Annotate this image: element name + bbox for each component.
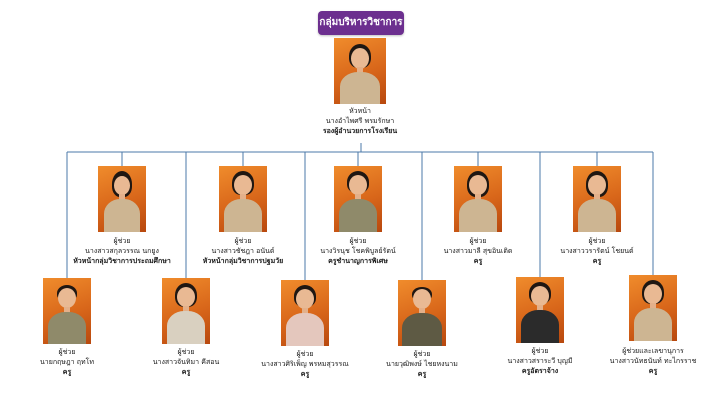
staff-node-r1-5: ผู้ช่วย นางสาววรารัตน์ โชยนต์ ครู [537, 166, 657, 266]
staff-name: นางสาวศิริเพ็ญ พรหมสุวรรณ [261, 360, 349, 368]
staff-photo [454, 166, 502, 232]
staff-name: นางวิรนุช โชคพิบูลย์รัตน์ [320, 247, 396, 255]
staff-role: ผู้ช่วย [531, 347, 549, 355]
staff-node-r2-5: ผู้ช่วย นางสาวสราระวี บุญมี ครูอัตราจ้าง [484, 277, 596, 376]
head-node: หัวหน้า นางอำไพศรี พรมรักษา รองผู้อำนวยก… [300, 38, 420, 136]
department-title: กลุ่มบริหารวิชาการ [318, 11, 404, 35]
staff-role: ผู้ช่วย [588, 237, 606, 245]
staff-name: นายวุฒิพงษ์ ไชยหงนาม [386, 360, 458, 368]
staff-name: นายกฤษฎา ฤทโท [40, 358, 94, 366]
staff-name: นางสาวสราระวี บุญมี [507, 357, 573, 365]
staff-position: ครูชำนาญการพิเศษ [328, 257, 388, 265]
staff-photo [219, 166, 267, 232]
staff-role: ผู้ช่วย [413, 350, 431, 358]
staff-position: ครู [181, 368, 191, 376]
staff-position: ครู [592, 257, 602, 265]
staff-photo [398, 280, 446, 346]
staff-name: นางสาวจันทิมา คีสอน [152, 358, 220, 366]
staff-node-r1-2: ผู้ช่วย นางสาวชัชฎา อนันต์ หัวหน้ากลุ่มว… [183, 166, 303, 266]
staff-node-r2-4: ผู้ช่วย นายวุฒิพงษ์ ไชยหงนาม ครู [364, 280, 480, 379]
staff-position: หัวหน้ากลุ่มวิชาการประถมศึกษา [73, 257, 171, 265]
staff-name: นางสาวสกุลวรรณ นกยูง [85, 247, 159, 255]
staff-position: หัวหน้ากลุ่มวิชาการปฐมวัย [202, 257, 284, 265]
staff-node-r1-3: ผู้ช่วย นางวิรนุช โชคพิบูลย์รัตน์ ครูชำน… [298, 166, 418, 266]
staff-position: ครู [417, 370, 427, 378]
staff-name: นางสาวมาลี สุขอินเติด [443, 247, 513, 255]
staff-role: ผู้ช่วย [296, 350, 314, 358]
staff-role: ผู้ช่วย [349, 237, 367, 245]
staff-photo [43, 278, 91, 344]
staff-node-r1-1: ผู้ช่วย นางสาวสกุลวรรณ นกยูง หัวหน้ากลุ่… [62, 166, 182, 266]
staff-node-r2-6: ผู้ช่วยและเลขานุการ นางสาวนัทธนันท์ ทะไก… [596, 275, 710, 376]
staff-role: ผู้ช่วย [58, 348, 76, 356]
staff-node-r1-4: ผู้ช่วย นางสาวมาลี สุขอินเติด ครู [418, 166, 538, 266]
staff-photo [629, 275, 677, 341]
staff-role: ผู้ช่วย [234, 237, 252, 245]
staff-photo [334, 166, 382, 232]
staff-position: ครู [300, 370, 310, 378]
staff-role: ผู้ช่วยและเลขานุการ [622, 347, 684, 355]
staff-name: นางสาววรารัตน์ โชยนต์ [560, 247, 634, 255]
staff-photo [516, 277, 564, 343]
staff-photo [162, 278, 210, 344]
staff-position: ครู [62, 368, 72, 376]
staff-role: ผู้ช่วย [113, 237, 131, 245]
staff-name: นางสาวชัชฎา อนันต์ [211, 247, 275, 255]
staff-name: นางสาวนัทธนันท์ ทะไกรราช [609, 357, 697, 365]
head-position: รองผู้อำนวยการโรงเรียน [322, 127, 398, 135]
staff-position: ครู [473, 257, 483, 265]
staff-role: ผู้ช่วย [177, 348, 195, 356]
staff-photo [98, 166, 146, 232]
staff-node-r2-1: ผู้ช่วย นายกฤษฎา ฤทโท ครู [15, 278, 119, 377]
head-name: นางอำไพศรี พรมรักษา [325, 117, 395, 125]
staff-position: ครูอัตราจ้าง [521, 367, 559, 375]
staff-role: ผู้ช่วย [469, 237, 487, 245]
staff-position: ครู [648, 367, 658, 375]
staff-node-r2-3: ผู้ช่วย นางสาวศิริเพ็ญ พรหมสุวรรณ ครู [245, 280, 365, 379]
staff-photo [281, 280, 329, 346]
staff-node-r2-2: ผู้ช่วย นางสาวจันทิมา คีสอน ครู [130, 278, 242, 377]
head-photo [334, 38, 386, 104]
head-role: หัวหน้า [349, 107, 371, 115]
staff-photo [573, 166, 621, 232]
